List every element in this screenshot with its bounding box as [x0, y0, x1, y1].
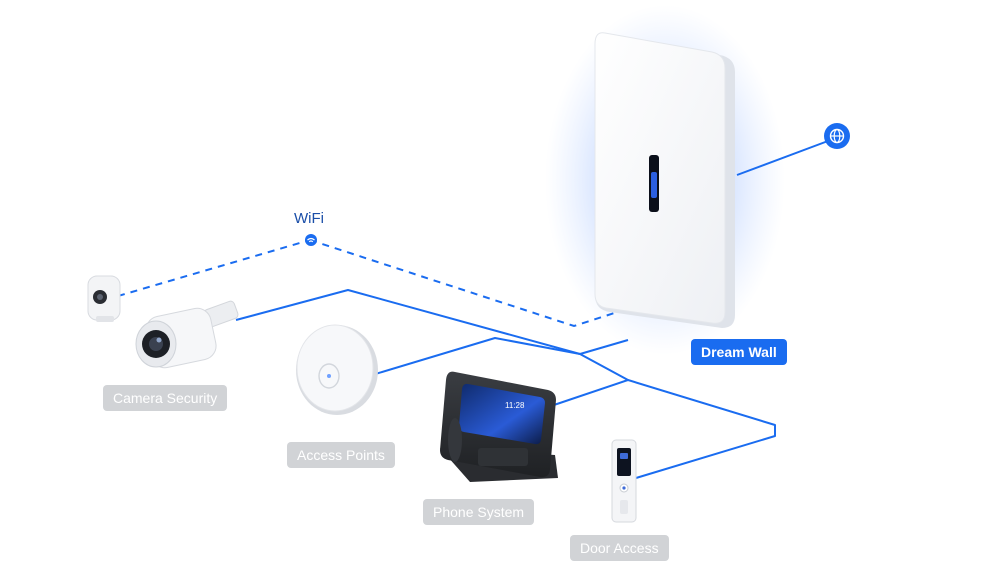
wifi-link-camera	[117, 239, 311, 297]
wired-links	[235, 137, 837, 479]
door-access-device	[611, 439, 637, 523]
wifi-icon	[305, 234, 317, 246]
link-access-point	[371, 337, 581, 376]
camera-security-label: Camera Security	[103, 385, 228, 411]
link-trunk	[547, 353, 629, 408]
dream-wall-device	[594, 32, 735, 328]
wifi-label: WiFi	[294, 210, 324, 227]
door-access-label: Door Access	[570, 535, 669, 561]
access-point-device	[296, 324, 378, 415]
phone-screen-time: 11:28	[505, 401, 525, 410]
globe-icon	[824, 123, 850, 149]
phone-system-label: Phone System	[423, 499, 535, 525]
access-points-label: Access Points	[287, 442, 395, 468]
wifi-link-gateway	[309, 239, 631, 328]
link-gateway-internet	[736, 137, 837, 176]
dream-wall-label: Dream Wall	[691, 339, 787, 365]
bullet-camera-device	[135, 300, 239, 369]
link-door	[627, 379, 776, 479]
phone-device: 11:28	[440, 371, 558, 482]
wireless-camera-device	[87, 275, 121, 322]
wifi-links	[117, 239, 631, 328]
link-camera	[235, 289, 629, 355]
